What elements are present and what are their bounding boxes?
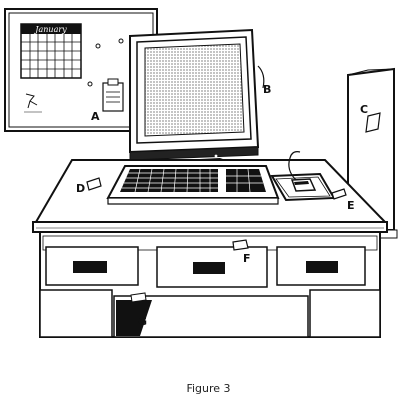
drawer-note xyxy=(232,239,249,251)
figure-caption: Figure 3 xyxy=(186,382,231,395)
monitor xyxy=(129,28,265,167)
desk-note-right xyxy=(331,188,347,200)
doodle-figure xyxy=(24,93,42,113)
mouse xyxy=(288,151,317,192)
label-b: B xyxy=(263,83,271,96)
label-c: C xyxy=(360,103,368,116)
label-g: G xyxy=(138,315,147,328)
pinned-note xyxy=(102,78,124,112)
cabinet-note xyxy=(365,112,381,133)
label-d: D xyxy=(76,182,85,195)
calendar-month: January xyxy=(33,25,67,34)
desk-drawers xyxy=(45,246,366,288)
label-e: E xyxy=(347,199,355,212)
floor-note xyxy=(130,292,147,303)
label-f: F xyxy=(243,252,251,265)
desk-note-left xyxy=(86,177,102,191)
label-a: A xyxy=(91,110,100,123)
keyboard xyxy=(106,165,280,205)
calendar: January xyxy=(20,23,82,79)
